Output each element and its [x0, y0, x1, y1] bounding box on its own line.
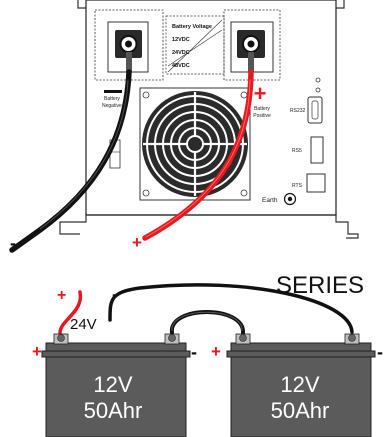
neg-terminal-mark: [104, 90, 122, 93]
series-positive-lead: [58, 290, 83, 335]
battery-2-voltage: 12V: [280, 372, 319, 397]
neg-terminal-bolt-center: [125, 40, 132, 48]
fan-hub: [186, 135, 204, 153]
pos-terminal-label-line1: Battery: [254, 106, 270, 112]
voltage-plate-title: Battery Voltage: [172, 24, 212, 30]
inverter-positive-cable-highlight: [145, 79, 251, 238]
rs485-port: [310, 136, 324, 164]
voltage-option-24vdc: 24VDC: [172, 50, 190, 56]
neg-terminal-label-line2: Negative: [102, 103, 122, 109]
battery-voltage-plate: Battery Voltage 12VDC 24VDC 48VDC: [165, 15, 225, 75]
battery-1-positive-bolt: [57, 334, 65, 342]
series-positive-sign: +: [57, 287, 66, 304]
indicator-led-1: [315, 77, 321, 83]
rs485-label: RS5: [292, 148, 302, 154]
rs232-port-inner: [311, 100, 319, 120]
neg-terminal-lug: [126, 52, 132, 72]
plate-strike-line-1: [167, 19, 223, 73]
inverter-top-edge-right: [336, 0, 345, 9]
series-negative-sign: -: [112, 284, 118, 304]
battery-1-minus-sign: -: [191, 342, 197, 362]
voltage-option-48vdc: 48VDC: [172, 63, 190, 69]
battery-1-body: [45, 356, 187, 437]
cooling-fan: [139, 87, 251, 201]
inverter-positive-sign: +: [132, 233, 142, 252]
inverter-mount-flange-left: [59, 213, 87, 235]
inverter-negative-sign: -: [10, 233, 16, 253]
fan-screw-tr: [240, 91, 248, 99]
battery-2-body: [230, 356, 372, 437]
inverter-negative-cable-highlight: [39, 79, 129, 230]
battery-1-lid-rim: [41, 350, 191, 358]
battery-2-plus-sign: +: [211, 342, 221, 361]
rts-label: RTS: [292, 183, 303, 189]
battery-2-capacity: 50Ahr: [271, 398, 330, 423]
battery-2-minus-sign: -: [377, 342, 383, 362]
indicator-led-2: [315, 87, 321, 93]
rs232-label: RS232: [290, 108, 306, 114]
battery-2-negative-bolt: [348, 334, 356, 342]
pos-terminal-label-line2: Positive: [253, 113, 271, 119]
battery-1: + - 12V 50Ahr: [32, 333, 197, 437]
series-negative-lead: [108, 283, 354, 334]
pos-terminal-bolt-center: [247, 40, 255, 48]
battery-1-plus-sign: +: [32, 342, 42, 361]
earth-terminal-center: [287, 196, 293, 202]
battery-2-positive-bolt: [239, 334, 247, 342]
series-jumper-cable-highlight: [171, 311, 243, 332]
battery-2-lid-rim: [226, 350, 376, 358]
battery-2: + - 12V 50Ahr: [211, 333, 383, 437]
inverter-top-edge: [77, 0, 86, 9]
inverter-unit: Battery Voltage 12VDC 24VDC 48VDC Batter…: [59, 0, 359, 239]
inverter-mount-flange-right: [335, 213, 359, 239]
fan-screw-br: [240, 189, 248, 197]
battery-1-negative-bolt: [168, 334, 176, 342]
rts-port: [306, 173, 326, 193]
voltage-option-12vdc: 12VDC: [172, 37, 190, 43]
battery-1-capacity: 50Ahr: [84, 398, 143, 423]
plate-strike-line-2: [167, 29, 223, 67]
earth-label: Earth: [262, 197, 278, 204]
neg-terminal-label-line1: Battery: [104, 96, 120, 102]
pos-terminal-lug: [248, 52, 254, 72]
series-jumper-cable: [169, 310, 246, 335]
fan-screw-tl: [142, 91, 150, 99]
fan-screw-bl: [142, 189, 150, 197]
battery-1-voltage: 12V: [93, 372, 132, 397]
system-voltage-label: 24V: [70, 316, 97, 333]
pos-terminal-mark: +: [254, 81, 267, 106]
